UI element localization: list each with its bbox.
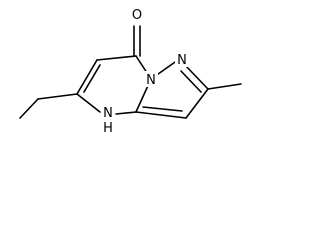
bond-c5-c6 bbox=[76, 59, 98, 95]
oxygen-atom-label: O bbox=[132, 8, 142, 23]
chemical-structure-diagram: O N N N H bbox=[19, 5, 242, 136]
bridge-nitrogen-label: N bbox=[146, 73, 156, 88]
bond-c2-c3 bbox=[185, 88, 209, 119]
bond-ethyl-ch3-ch2 bbox=[19, 98, 39, 119]
atom-labels: O N N N H bbox=[101, 5, 189, 136]
nh-hydrogen-label: H bbox=[103, 121, 113, 136]
bond-c3-c3a-double bbox=[142, 106, 183, 112]
pyrazole-nitrogen-label: N bbox=[177, 53, 187, 68]
bond-n-pyrazole-c2 bbox=[183, 63, 209, 90]
bond-c3-c3a bbox=[135, 111, 187, 119]
bond-c3a-nh bbox=[115, 111, 137, 115]
bond-c2-methyl bbox=[207, 83, 242, 90]
bond-n-pyrazole-c2-double bbox=[180, 70, 202, 93]
bond-c6-c7 bbox=[96, 55, 137, 61]
bond-nh-c5 bbox=[76, 93, 101, 113]
bonds bbox=[19, 25, 242, 119]
bond-c5-c6-double bbox=[83, 64, 101, 93]
nh-nitrogen-label: N bbox=[103, 106, 113, 121]
bond-ethyl-ch2-c5 bbox=[37, 93, 78, 100]
